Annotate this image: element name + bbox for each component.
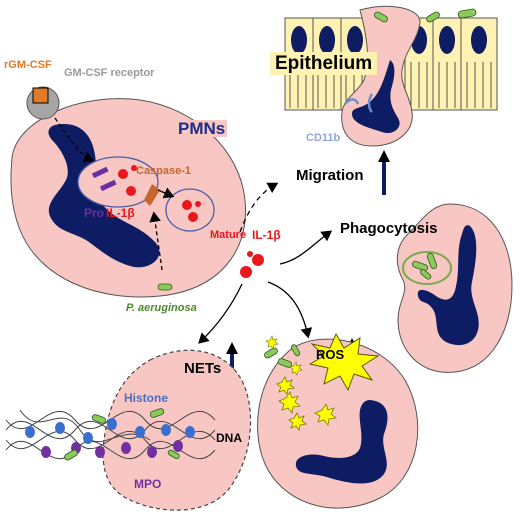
- label-mature: Mature: [210, 229, 247, 241]
- label-il1b-pro: IL-1β: [106, 206, 135, 220]
- arrow-pa-to-caspase: [149, 211, 163, 271]
- label-phagocytosis: Phagocytosis: [340, 220, 438, 237]
- caspase1-icon: [144, 184, 160, 206]
- gmcsf-receptor-icon: [26, 86, 60, 120]
- label-ros: ROS: [316, 347, 345, 362]
- label-caspase1: Caspase-1: [136, 165, 192, 177]
- arrow-to-nets: [198, 283, 243, 344]
- label-mpo: MPO: [134, 477, 162, 491]
- label-migration: Migration: [296, 167, 364, 184]
- label-histone: Histone: [124, 391, 169, 405]
- label-dna: DNA: [216, 431, 242, 445]
- p-aeruginosa-icon: [157, 283, 173, 291]
- migrating-pmn: [341, 5, 421, 147]
- ros-pmn: [257, 332, 419, 509]
- mature-il1b-inside: [182, 200, 201, 222]
- label-pmns: PMNs: [176, 119, 228, 138]
- main-pmn-cell: [10, 98, 247, 298]
- label-nets: NETs: [184, 360, 222, 377]
- bacteria-epithelium: [426, 8, 477, 23]
- label-pro: Pro: [84, 206, 105, 220]
- arrow-to-migration: [239, 182, 279, 233]
- arrow-pro-to-mature: [157, 187, 175, 199]
- arrow-to-ros: [267, 281, 313, 339]
- pro-il1b-molecules: [91, 165, 137, 196]
- phagocytic-pmn: [396, 203, 513, 373]
- label-p-aeruginosa: P. aeruginosa: [126, 302, 197, 314]
- label-cd11b: CD11b: [306, 132, 341, 144]
- label-epithelium: Epithelium: [270, 52, 378, 75]
- mature-il1b-released: [240, 251, 264, 278]
- label-il1b-mature: IL-1β: [252, 228, 281, 242]
- arrow-to-phagocytosis: [279, 230, 333, 265]
- label-gmcsf-receptor: GM-CSF receptor: [64, 67, 155, 79]
- nets-pmn: [5, 349, 252, 511]
- label-rgmcsf: rGM-CSF: [4, 59, 52, 71]
